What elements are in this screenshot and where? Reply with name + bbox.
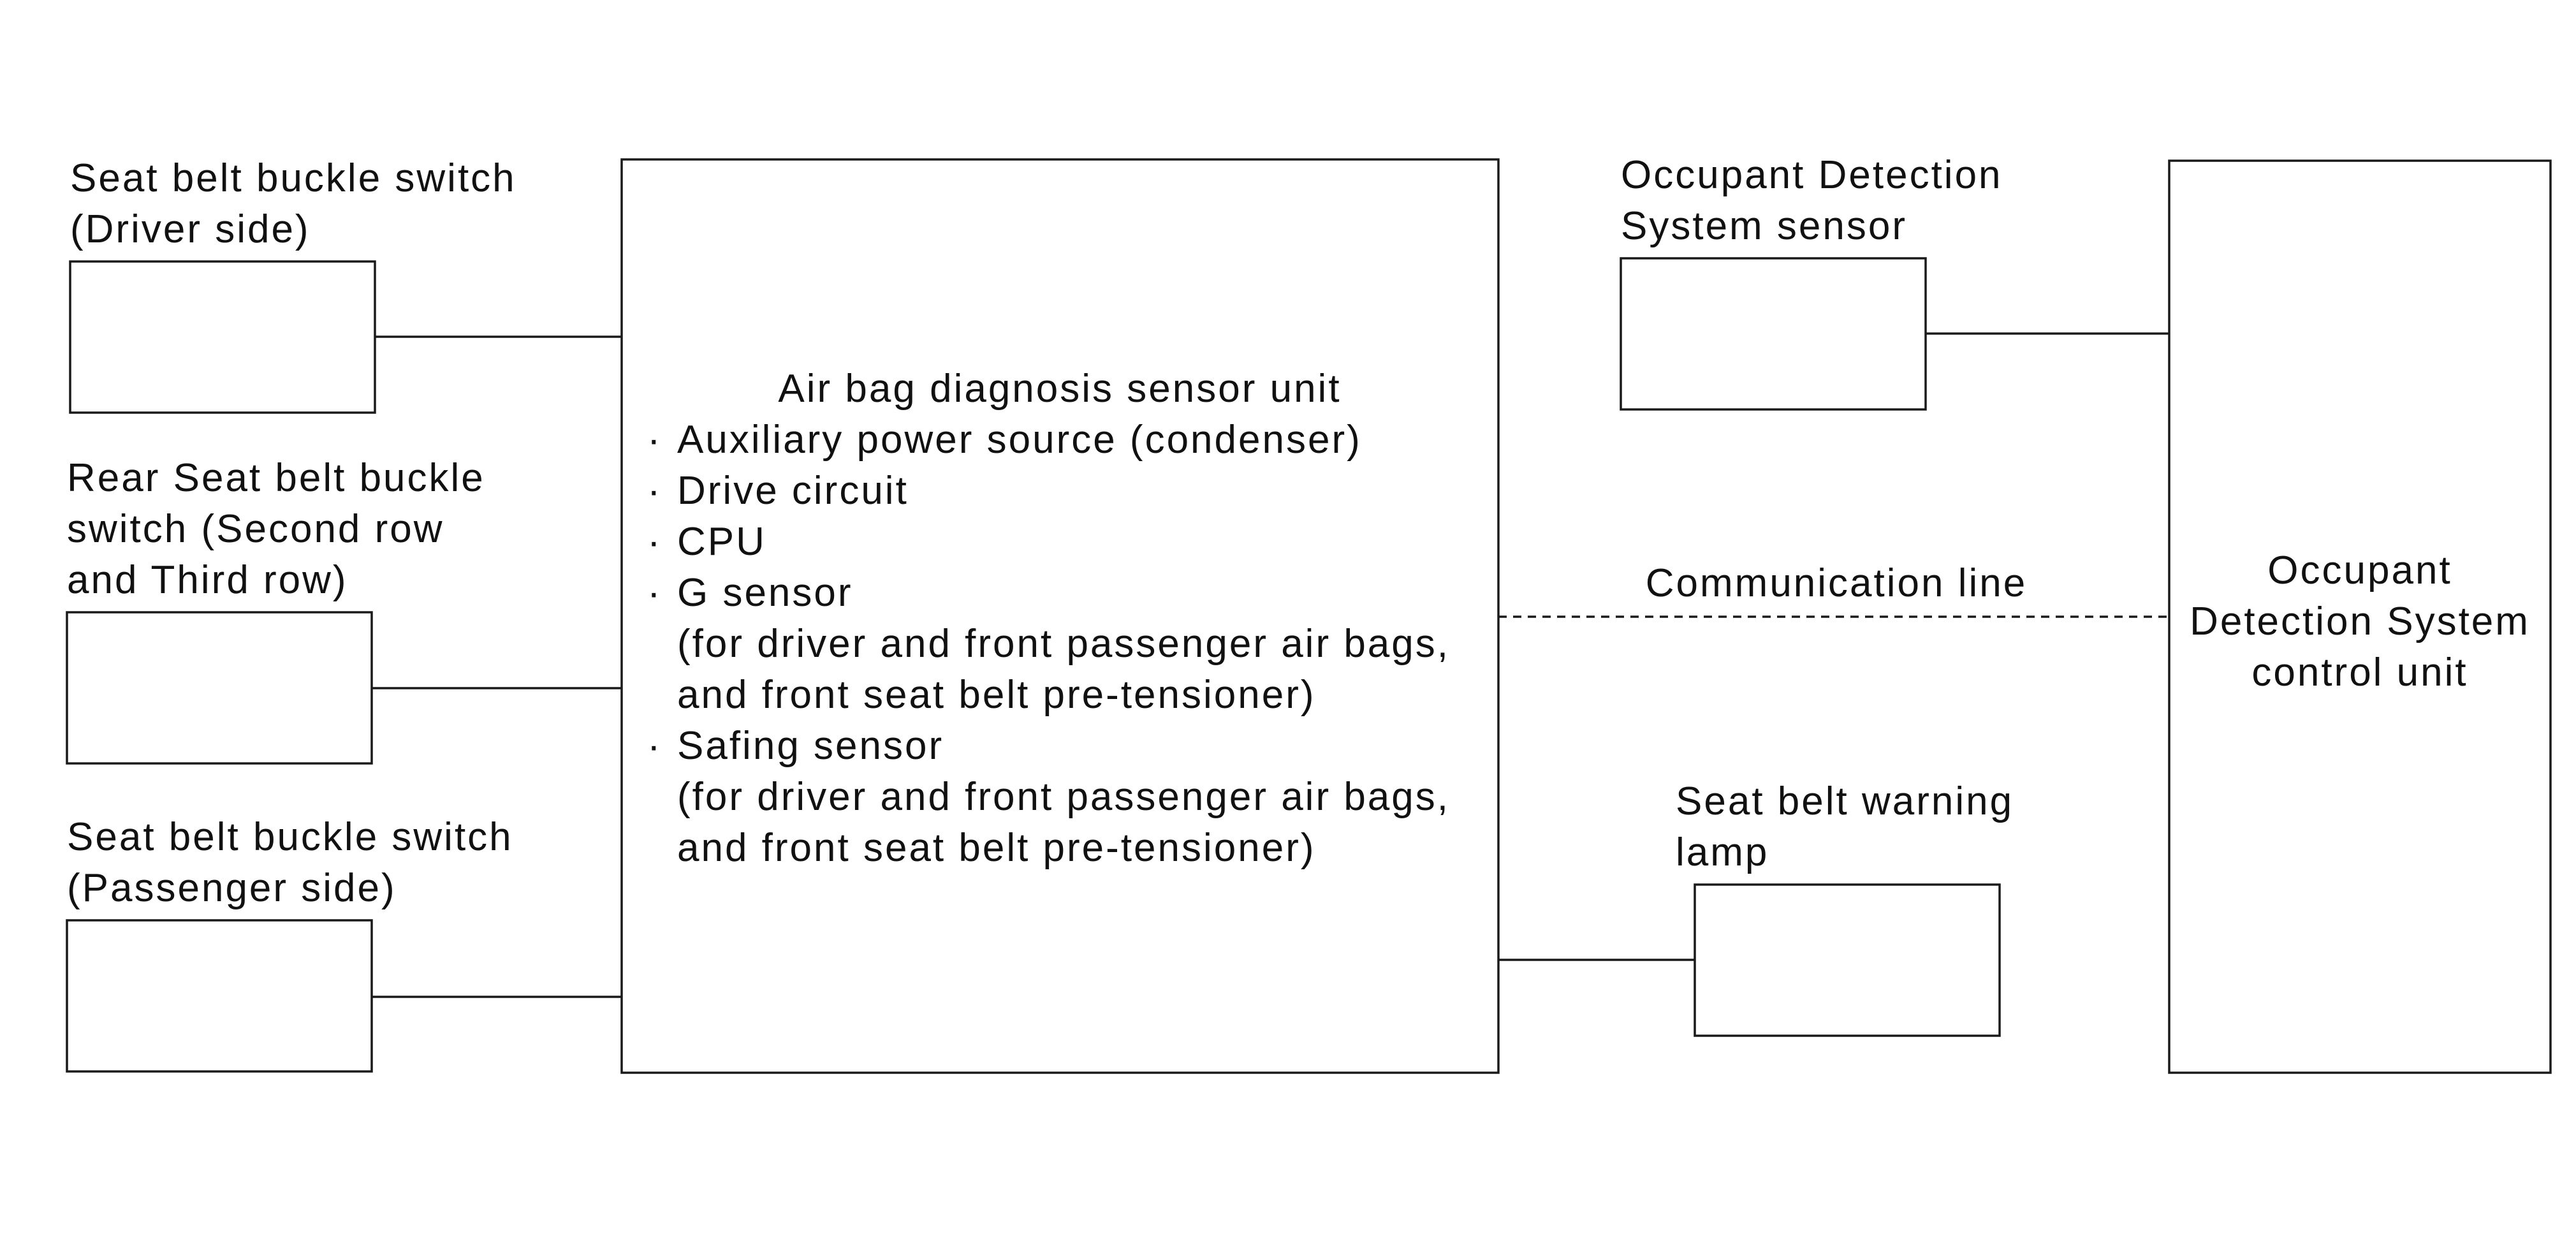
airbag-unit-bullet-4: · (647, 571, 662, 615)
communication-line-label: Communication line (1646, 561, 2027, 605)
airbag-unit-bullet-1: · (647, 418, 662, 462)
airbag-unit-box (620, 158, 1500, 1074)
driver-buckle-switch: Seat belt buckle switch (Driver side) (69, 156, 516, 414)
airbag-unit-bullet-5: · (647, 724, 662, 768)
passenger-buckle-switch: Seat belt buckle switch (Passenger side) (66, 815, 513, 1073)
airbag-unit-bullet-2: · (647, 469, 662, 513)
rear-buckle-label-line1: Rear Seat belt buckle (67, 456, 485, 500)
warning-lamp-label-line1: Seat belt warning (1676, 779, 2014, 823)
warning-lamp-box (1694, 883, 2001, 1037)
driver-buckle-label-line1: Seat belt buckle switch (70, 156, 516, 200)
communication-line: Communication line (1498, 561, 2169, 618)
ods-sensor-box (1620, 257, 1927, 411)
airbag-unit-item-4-detail-2: and front seat belt pre-tensioner) (677, 673, 1316, 717)
ods-sensor-label-line1: Occupant Detection (1621, 153, 2003, 197)
ods-control-unit-box (2168, 159, 2552, 1074)
airbag-diagnosis-sensor-unit: Air bag diagnosis sensor unit · Auxiliar… (620, 158, 1500, 1074)
airbag-unit-item-4-detail-1: (for driver and front passenger air bags… (677, 622, 1450, 666)
rear-buckle-box (66, 611, 373, 765)
airbag-unit-item-5: Safing sensor (677, 724, 944, 768)
ods-control-unit: Occupant Detection System control unit (2168, 159, 2552, 1074)
airbag-unit-item-2: Drive circuit (677, 469, 909, 513)
seat-belt-warning-lamp: Seat belt warning lamp (1676, 779, 2014, 1037)
airbag-unit-item-3: CPU (677, 520, 766, 564)
rear-buckle-label-line2: switch (Second row (67, 507, 444, 551)
ods-sensor: Occupant Detection System sensor (1620, 153, 2003, 411)
airbag-unit-item-1: Auxiliary power source (condenser) (677, 418, 1362, 462)
ods-control-unit-label-line1: Occupant (2267, 548, 2452, 592)
rear-buckle-switch: Rear Seat belt buckle switch (Second row… (66, 456, 485, 765)
airbag-unit-title: Air bag diagnosis sensor unit (778, 367, 1341, 411)
driver-buckle-box (69, 260, 376, 414)
passenger-buckle-label-line1: Seat belt buckle switch (67, 815, 513, 859)
airbag-unit-item-4: G sensor (677, 571, 853, 615)
passenger-buckle-box (66, 919, 373, 1073)
ods-control-unit-label-line3: control unit (2251, 651, 2468, 695)
warning-lamp-label-line2: lamp (1676, 830, 1769, 874)
airbag-unit-item-5-detail-2: and front seat belt pre-tensioner) (677, 826, 1316, 870)
ods-control-unit-label-line2: Detection System (2190, 600, 2530, 644)
ods-sensor-label-line2: System sensor (1621, 204, 1907, 248)
driver-buckle-label-line2: (Driver side) (70, 207, 311, 251)
airbag-unit-bullet-3: · (647, 520, 662, 564)
rear-buckle-label-line3: and Third row) (67, 558, 348, 602)
passenger-buckle-label-line2: (Passenger side) (67, 866, 397, 910)
airbag-unit-item-5-detail-1: (for driver and front passenger air bags… (677, 775, 1450, 819)
